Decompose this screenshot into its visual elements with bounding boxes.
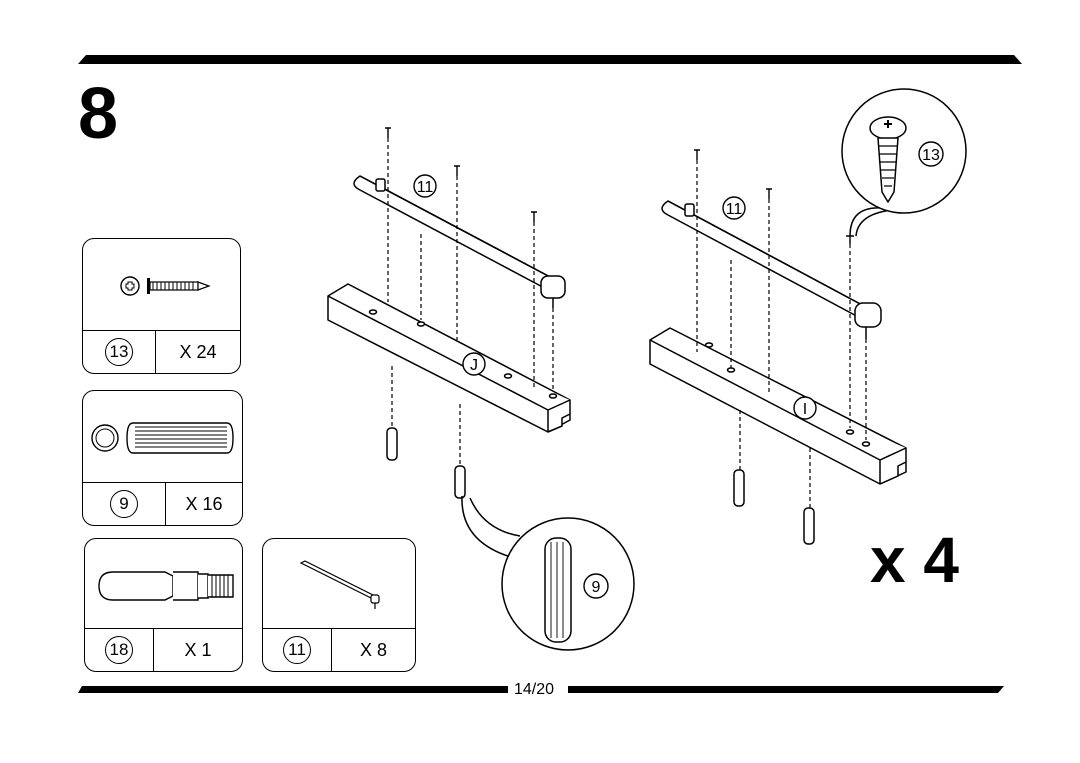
- part-card-bracket: 11 X 8: [262, 538, 416, 672]
- tool-icon: [98, 571, 234, 601]
- part-card-screw: 13 X 24: [82, 238, 241, 374]
- left-assembly: [327, 127, 571, 499]
- part-id-cell: 11: [263, 629, 332, 671]
- part-id-badge: 13: [105, 338, 133, 366]
- part-quantity: X 16: [185, 493, 223, 514]
- top-rule: [78, 55, 1022, 64]
- screw-callout: [841, 88, 967, 244]
- step-number: 8: [78, 74, 119, 154]
- part-row: 11 X 8: [263, 628, 415, 671]
- part-id-cell: 13: [83, 331, 156, 373]
- bracket-icon: [299, 560, 380, 609]
- dowel-icon: [91, 422, 234, 454]
- part-card-dowel: 9 X 16: [82, 390, 243, 526]
- part-id-badge: 18: [105, 636, 133, 664]
- screw-icon: [120, 276, 211, 296]
- part-id-badge: 11: [283, 636, 311, 664]
- part-row: 9 X 16: [83, 482, 242, 525]
- part-id-cell: 9: [83, 483, 166, 525]
- part-quantity: X 1: [184, 639, 212, 660]
- part-quantity: X 8: [359, 639, 388, 660]
- part-id-badge: 9: [110, 490, 138, 518]
- right-rail-label: 11: [726, 201, 743, 218]
- quantity-multiplier: x 4: [870, 524, 959, 596]
- left-rail-label: 11: [417, 179, 434, 196]
- screw-callout-label: 13: [922, 147, 940, 164]
- part-quantity: X 24: [179, 341, 217, 362]
- right-assembly: [649, 149, 907, 545]
- bottom-rule: [78, 686, 1004, 693]
- dowel-callout: [461, 495, 635, 651]
- left-board-label: J: [470, 357, 478, 374]
- part-id-cell: 18: [85, 629, 154, 671]
- part-row: 18 X 1: [85, 628, 242, 671]
- page-number: 14/20: [510, 681, 559, 699]
- dowel-callout-label: 9: [592, 579, 601, 596]
- part-row: 13 X 24: [83, 330, 240, 373]
- right-board-label: I: [803, 401, 807, 418]
- part-card-tool: 18 X 1: [84, 538, 243, 672]
